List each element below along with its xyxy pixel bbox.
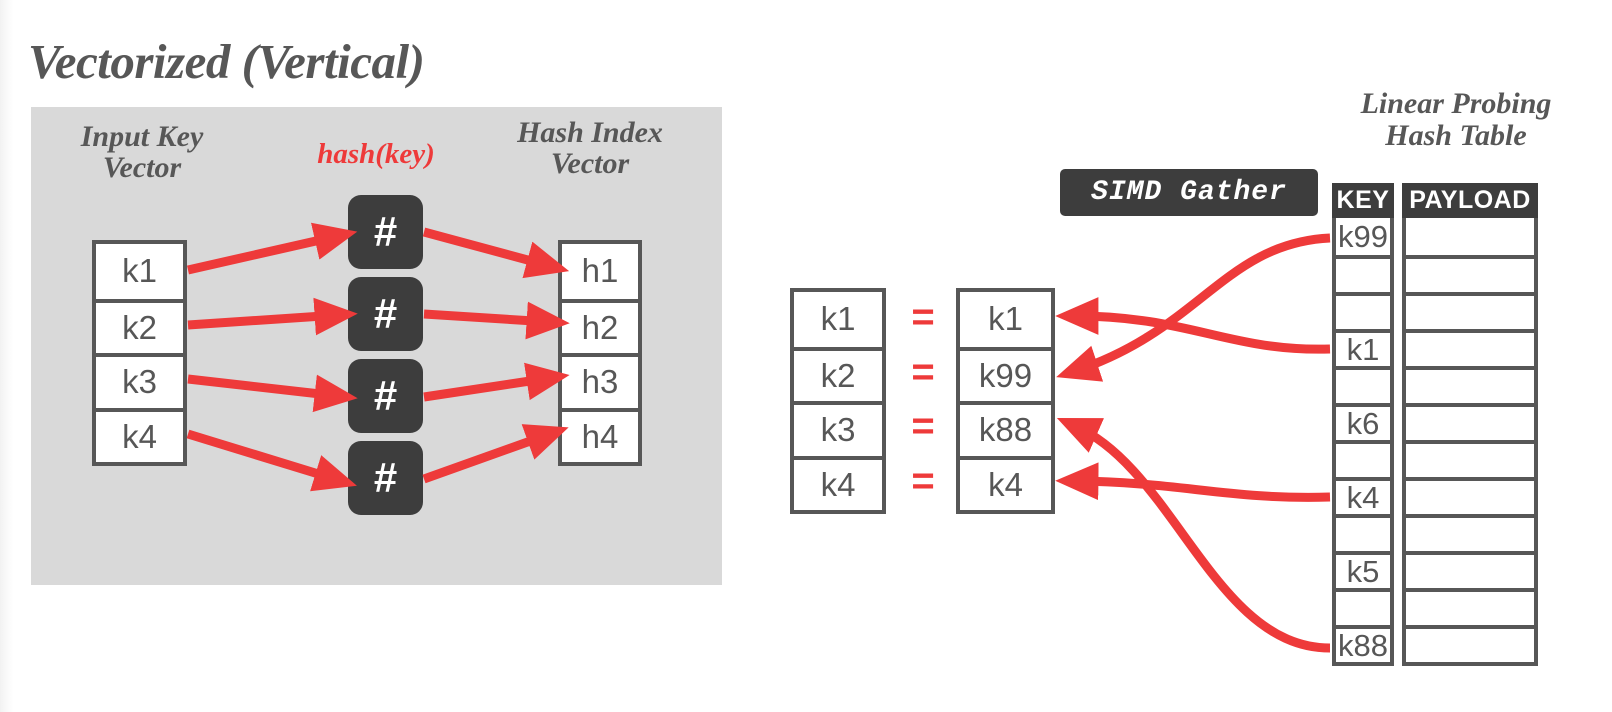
hash-table-key-column: KEY k99 k1 k6 k4 k5 k88 <box>1332 183 1394 666</box>
equals-icon: = <box>911 458 935 503</box>
hash-index-vector-label-line1: Hash Index <box>517 116 663 149</box>
input-key-vector-label: Input Key Vector <box>52 120 232 184</box>
table-row <box>1406 218 1534 255</box>
gathered-key-vector: k1 k99 k88 k4 <box>956 288 1055 514</box>
probe-key-cell: k4 <box>794 455 882 510</box>
table-row: k4 <box>1336 477 1390 515</box>
table-row: k6 <box>1336 403 1390 441</box>
key-column-header: KEY <box>1332 183 1394 218</box>
table-row <box>1336 588 1390 625</box>
equals-icon: = <box>911 349 935 394</box>
table-row <box>1336 514 1390 551</box>
table-row <box>1406 292 1534 329</box>
gathered-key-cell: k88 <box>960 401 1051 456</box>
hash-index-vector: h1 h2 h3 h4 <box>558 240 642 466</box>
gathered-key-cell: k99 <box>960 346 1051 401</box>
hash-index-cell: h3 <box>562 353 638 408</box>
table-row <box>1336 440 1390 477</box>
hash-table-title-line1: Linear Probing <box>1360 87 1552 120</box>
input-key-cell: k4 <box>96 407 183 462</box>
hash-function-box: # <box>348 195 423 269</box>
hash-table-payload-column: PAYLOAD <box>1402 183 1538 666</box>
input-key-cell: k1 <box>96 244 183 299</box>
input-key-cell: k2 <box>96 298 183 353</box>
input-key-vector-label-line2: Vector <box>102 150 182 184</box>
page-title: Vectorized (Vertical) <box>28 34 425 89</box>
table-row <box>1336 292 1390 329</box>
probe-key-vector: k1 k2 k3 k4 <box>790 288 886 514</box>
hash-index-cell: h1 <box>562 244 638 299</box>
input-key-cell: k3 <box>96 353 183 408</box>
hash-index-vector-label-line2: Vector <box>550 146 630 180</box>
table-row <box>1406 514 1534 551</box>
hash-index-vector-label: Hash Index Vector <box>490 116 690 180</box>
hash-function-box: # <box>348 359 423 433</box>
hash-function-box: # <box>348 277 423 351</box>
hash-index-cell: h2 <box>562 298 638 353</box>
hash-table-title: Linear Probing Hash Table <box>1306 88 1606 152</box>
input-key-vector: k1 k2 k3 k4 <box>92 240 187 466</box>
hash-index-cell: h4 <box>562 407 638 462</box>
table-row <box>1406 403 1534 440</box>
table-row <box>1406 329 1534 366</box>
table-row <box>1406 255 1534 292</box>
key-column-body: k99 k1 k6 k4 k5 k88 <box>1332 218 1394 666</box>
table-row <box>1406 477 1534 514</box>
table-row: k88 <box>1336 625 1390 663</box>
table-row: k99 <box>1336 218 1390 255</box>
probe-key-cell: k3 <box>794 401 882 456</box>
simd-gather-badge: SIMD Gather <box>1060 169 1318 216</box>
hash-table-title-line2: Hash Table <box>1385 118 1527 152</box>
hash-function-box: # <box>348 441 423 515</box>
table-row <box>1406 588 1534 625</box>
payload-column-header: PAYLOAD <box>1402 183 1538 218</box>
gathered-key-cell: k4 <box>960 455 1051 510</box>
table-row: k5 <box>1336 551 1390 589</box>
payload-column-body <box>1402 218 1538 666</box>
table-row <box>1406 551 1534 588</box>
table-row <box>1336 255 1390 292</box>
probe-key-cell: k2 <box>794 346 882 401</box>
equals-icon: = <box>911 294 935 339</box>
gathered-key-cell: k1 <box>960 292 1051 347</box>
equals-icon: = <box>911 403 935 448</box>
table-row: k1 <box>1336 329 1390 367</box>
slide-edge-band <box>0 0 14 712</box>
probe-key-cell: k1 <box>794 292 882 347</box>
table-row <box>1406 625 1534 662</box>
input-key-vector-label-line1: Input Key <box>80 120 204 153</box>
table-row <box>1406 366 1534 403</box>
table-row <box>1406 440 1534 477</box>
table-row <box>1336 366 1390 403</box>
hash-function-label: hash(key) <box>317 138 435 170</box>
